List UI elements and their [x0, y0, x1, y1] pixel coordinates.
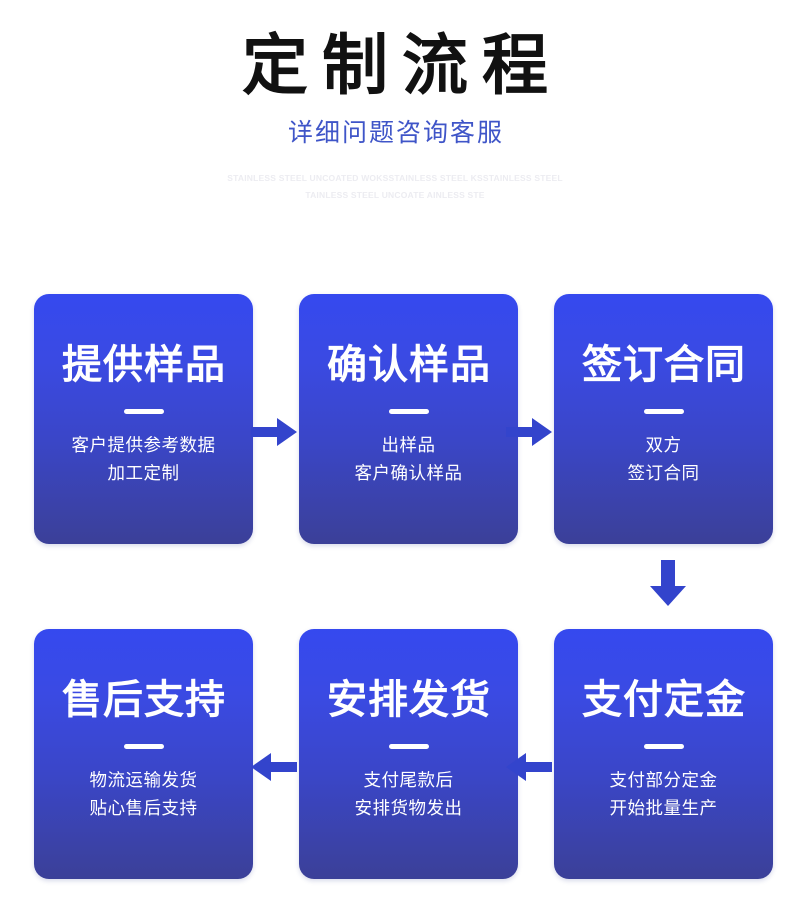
arrow-right-icon [506, 416, 552, 448]
step-divider [123, 744, 164, 749]
step-divider [388, 409, 429, 414]
arrow-left-icon [506, 751, 552, 783]
step-description-line-2: 开始批量生产 [609, 798, 718, 818]
header: 定制流程 详细问题咨询客服 STAINLESS STEEL UNCOATED W… [0, 0, 790, 204]
step-description: 物流运输发货 贴心售后支持 [90, 749, 198, 822]
step-description-line-1: 物流运输发货 [89, 770, 198, 790]
step-description: 出样品 客户确认样品 [355, 414, 463, 487]
page-title: 定制流程 [242, 28, 562, 102]
page-subtitle: 详细问题咨询客服 [287, 119, 504, 147]
process-step-card-4[interactable]: 支付定金 支付部分定金 开始批量生产 [554, 629, 773, 879]
step-description-line-1: 双方 [645, 435, 682, 455]
step-description: 双方 签订合同 [628, 414, 700, 487]
step-description-line-2: 贴心售后支持 [89, 798, 198, 818]
step-title: 售后支持 [62, 678, 226, 722]
watermark-line-1: STAINLESS STEEL UNCOATED WOKSSTAINLESS S… [227, 173, 563, 183]
step-divider [643, 744, 684, 749]
step-description-line-2: 签订合同 [627, 463, 700, 483]
step-title: 确认样品 [327, 343, 491, 387]
step-description-line-2: 加工定制 [107, 463, 180, 483]
step-description-line-1: 支付尾款后 [363, 770, 454, 790]
process-step-card-5[interactable]: 安排发货 支付尾款后 安排货物发出 [299, 629, 518, 879]
arrow-right-icon [251, 416, 297, 448]
watermark-text-block: STAINLESS STEEL UNCOATED WOKSSTAINLESS S… [0, 148, 790, 204]
arrow-left-icon [251, 751, 297, 783]
step-title: 支付定金 [582, 678, 746, 722]
step-description-line-2: 安排货物发出 [354, 798, 463, 818]
process-step-card-6[interactable]: 售后支持 物流运输发货 贴心售后支持 [34, 629, 253, 879]
step-description-line-1: 支付部分定金 [609, 770, 718, 790]
watermark-line-2: TAINLESS STEEL UNCOATE AINLESS STE [305, 190, 485, 200]
step-description-line-1: 出样品 [381, 435, 436, 455]
step-divider [123, 409, 164, 414]
step-divider [388, 744, 429, 749]
step-description: 支付部分定金 开始批量生产 [610, 749, 718, 822]
step-description-line-2: 客户确认样品 [354, 463, 463, 483]
process-step-card-2[interactable]: 确认样品 出样品 客户确认样品 [299, 294, 518, 544]
step-description: 支付尾款后 安排货物发出 [355, 749, 463, 822]
step-description-line-1: 客户提供参考数据 [71, 435, 216, 455]
step-title: 签订合同 [582, 343, 746, 387]
process-step-card-3[interactable]: 签订合同 双方 签订合同 [554, 294, 773, 544]
step-title: 安排发货 [327, 678, 491, 722]
step-title: 提供样品 [62, 343, 226, 387]
step-description: 客户提供参考数据 加工定制 [72, 414, 216, 487]
arrow-down-icon [648, 560, 688, 606]
process-step-card-1[interactable]: 提供样品 客户提供参考数据 加工定制 [34, 294, 253, 544]
step-divider [643, 409, 684, 414]
